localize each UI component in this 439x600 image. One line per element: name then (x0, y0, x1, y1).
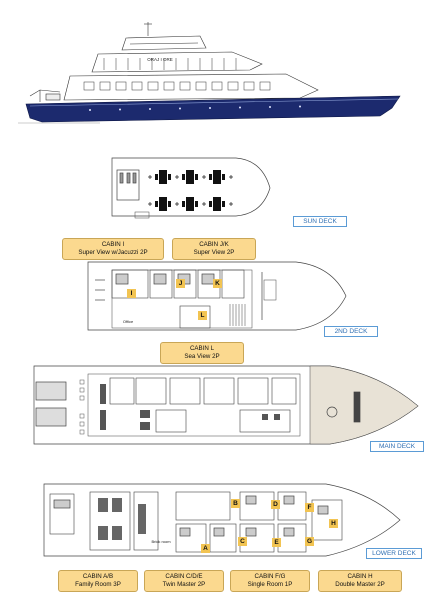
deck-label-second: 2ND DECK (324, 326, 378, 337)
cabin-tag-c: C (238, 537, 247, 546)
sun-deck-loungers (155, 170, 225, 211)
sun-deck-plus-marks (148, 175, 233, 206)
cabin-tag-j: J (176, 279, 185, 288)
cabin-tag-l: L (198, 311, 207, 320)
main-deck-tables (100, 384, 280, 430)
cabin-tag-i: I (127, 289, 136, 298)
cabin-cde-desc: Twin Master 2P (162, 580, 206, 588)
cabin-label-jk: CABIN J/K Super View 2P (172, 238, 256, 260)
cabin-h-name: CABIN H (347, 573, 373, 580)
cabin-label-cde: CABIN C/D/E Twin Master 2P (144, 570, 224, 592)
deck-label-lower: LOWER DECK (366, 548, 422, 559)
cabin-tag-f: F (305, 503, 314, 512)
cabin-fg-desc: Single Room 1P (247, 580, 293, 588)
sun-deck-plan (111, 157, 271, 219)
cabin-label-fg: CABIN F/G Single Room 1P (230, 570, 310, 592)
cabin-h-desc: Double Master 2P (335, 580, 385, 588)
hull-navy (25, 95, 401, 123)
cabin-tag-d: D (271, 500, 280, 509)
cabin-jk-name: CABIN J/K (199, 241, 229, 248)
cabin-tag-a: A (201, 544, 210, 553)
cabin-i-desc: Super View w/Jacuzzi 2P (78, 248, 148, 256)
cabin-cde-name: CABIN C/D/E (165, 573, 203, 580)
cabin-tag-b: B (231, 499, 240, 508)
deck-label-sun: SUN DECK (293, 216, 347, 227)
cabin-label-ab: CABIN A/B Family Room 3P (58, 570, 138, 592)
cabin-label-l: CABIN L Sea View 2P (160, 342, 244, 364)
cabin-tag-h: H (329, 519, 338, 528)
cabin-tag-e: E (272, 538, 281, 547)
cabin-tag-g: G (305, 537, 314, 546)
main-deck-chairs (79, 379, 85, 435)
lower-deck-machinery (98, 498, 146, 540)
brick-room-label: Brick room (151, 539, 171, 544)
cabin-tag-k: K (213, 279, 222, 288)
hull-stripe (29, 98, 399, 107)
deck-label-main: MAIN DECK (370, 441, 424, 452)
cabin-label-h: CABIN H Double Master 2P (318, 570, 402, 592)
yacht-brand-text: ORAJ I ORE (147, 57, 173, 62)
lower-deck-plan (43, 483, 401, 557)
cabin-l-name: CABIN L (189, 345, 215, 352)
cabin-l-desc: Sea View 2P (184, 352, 220, 360)
main-deck-plan (33, 365, 419, 445)
cabin-label-i: CABIN I Super View w/Jacuzzi 2P (62, 238, 164, 260)
hull-portholes (89, 105, 301, 111)
second-deck-stairs (229, 304, 246, 326)
cabin-jk-desc: Super View 2P (193, 248, 235, 256)
cabin-fg-name: CABIN F/G (254, 573, 286, 580)
cabin-ab-name: CABIN A/B (82, 573, 114, 580)
yacht-side-elevation (29, 22, 319, 102)
cabin-ab-desc: Family Room 3P (75, 580, 121, 588)
cabin-i-name: CABIN I (101, 241, 125, 248)
office-label: Office (122, 319, 134, 324)
